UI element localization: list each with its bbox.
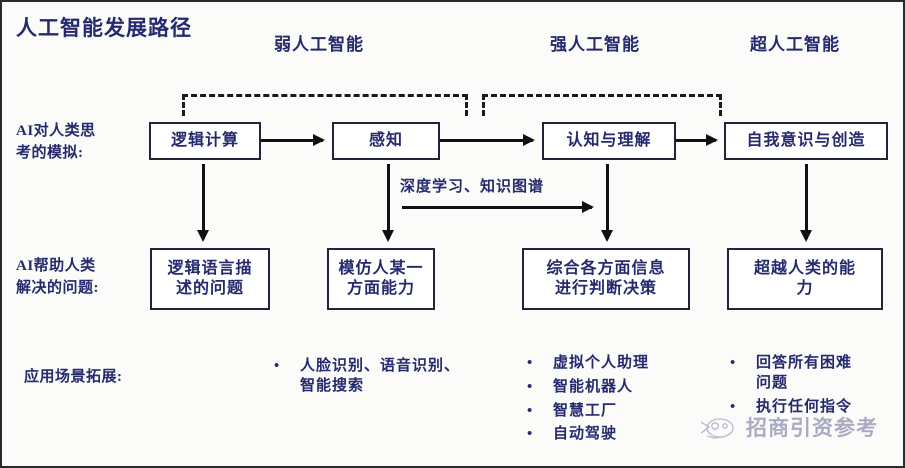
box-logic-language-line2: 述的问题 — [175, 280, 244, 297]
row-label-thinking-line1: AI对人类思 — [16, 123, 96, 139]
bullet-icon: • — [527, 402, 534, 419]
list-item: • 人脸识别、语音识别、 智能搜索 — [274, 357, 504, 397]
bullet-icon: • — [527, 355, 534, 371]
row-label-problem-solving: AI帮助人类 解决的问题: — [16, 256, 99, 300]
bracket-weak-ai-group — [182, 94, 468, 116]
list-item: • 虚拟个人助理 — [527, 354, 722, 374]
row-label-solving-line2: 解决的问题: — [16, 279, 99, 296]
arrow-cognition-to-self-awareness — [676, 134, 718, 146]
arrow-down-perception — [381, 164, 394, 242]
arrow-down-self-awareness — [799, 164, 812, 242]
row-label-thinking-simulation: AI对人类思 考的模拟: — [16, 121, 96, 165]
list-item-text: 人脸识别、语音识别、 智能搜索 — [300, 357, 504, 397]
arrow-perception-to-cognition — [440, 134, 535, 146]
application-list-super-ai: • 回答所有困难 问题 • 执行任何指令 — [730, 354, 903, 421]
bracket-strong-ai-group — [482, 94, 722, 116]
application-list-strong-ai: • 虚拟个人助理 • 智能机器人 • 智慧工厂 • 自动驾驶 — [527, 354, 722, 449]
list-item-line2: 问题 — [756, 374, 789, 391]
row-label-solving-line1: AI帮助人类 — [16, 258, 96, 274]
bullet-icon: • — [527, 426, 534, 443]
box-surpass-line1: 超越人类的能 — [753, 260, 856, 278]
list-item: • 回答所有困难 问题 — [730, 354, 903, 394]
list-item: • 智能机器人 — [527, 378, 722, 398]
box-surpass-human-ability[interactable]: 超越人类的能 力 — [727, 248, 883, 310]
list-item-text: 智能机器人 — [553, 378, 634, 395]
list-item-line1: 回答所有困难 — [756, 355, 853, 371]
application-list-weak-ai: • 人脸识别、语音识别、 智能搜索 — [274, 357, 504, 401]
stage-label-strong-ai: 强人工智能 — [550, 35, 640, 54]
box-logic-language-line1: 逻辑语言描 — [167, 260, 253, 278]
arrow-down-logic — [196, 164, 209, 242]
connector-label-deep-learning: 深度学习、知识图谱 — [400, 179, 545, 195]
list-item-text: 执行任何指令 — [756, 398, 853, 415]
list-item-text: 回答所有困难 问题 — [756, 354, 903, 394]
row-label-application-scenarios: 应用场景拓展: — [24, 369, 123, 385]
stage-label-super-ai: 超人工智能 — [750, 35, 840, 54]
bullet-icon: • — [274, 358, 281, 374]
list-item-text: 虚拟个人助理 — [553, 355, 650, 371]
bullet-icon: • — [527, 378, 534, 395]
box-imitate-line2: 方面能力 — [346, 280, 415, 297]
arrow-down-cognition — [600, 164, 613, 242]
box-perception[interactable]: 感知 — [332, 122, 440, 160]
box-imitate-line1: 模仿人某一 — [338, 260, 424, 278]
box-surpass-line2: 力 — [796, 280, 814, 297]
list-item: • 自动驾驶 — [527, 425, 722, 445]
arrow-logic-to-perception — [261, 134, 325, 146]
box-synthesize-information-decision[interactable]: 综合各方面信息 进行判断决策 — [522, 248, 690, 310]
list-item-line2: 智能搜索 — [300, 377, 365, 394]
arrow-deep-learning — [402, 201, 594, 213]
box-synthesize-line2: 进行判断决策 — [554, 280, 657, 297]
stage-label-weak-ai: 弱人工智能 — [274, 35, 364, 54]
box-synthesize-line1: 综合各方面信息 — [546, 260, 666, 278]
page-title: 人工智能发展路径 — [16, 16, 192, 40]
list-item-text: 智慧工厂 — [553, 402, 618, 419]
list-item: • 执行任何指令 — [730, 398, 903, 418]
box-imitate-human-ability[interactable]: 模仿人某一 方面能力 — [327, 248, 435, 310]
box-logic-computation[interactable]: 逻辑计算 — [149, 122, 261, 160]
list-item-line1: 人脸识别、语音识别、 — [300, 358, 461, 374]
box-cognition-understanding[interactable]: 认知与理解 — [542, 122, 676, 160]
bullet-icon: • — [730, 398, 737, 415]
row-label-thinking-line2: 考的模拟: — [16, 144, 84, 161]
list-item: • 智慧工厂 — [527, 402, 722, 422]
box-logic-language-problems[interactable]: 逻辑语言描 述的问题 — [150, 248, 270, 310]
box-self-awareness-creation[interactable]: 自我意识与创造 — [724, 122, 888, 160]
list-item-text: 自动驾驶 — [553, 426, 618, 443]
bullet-icon: • — [730, 355, 737, 371]
